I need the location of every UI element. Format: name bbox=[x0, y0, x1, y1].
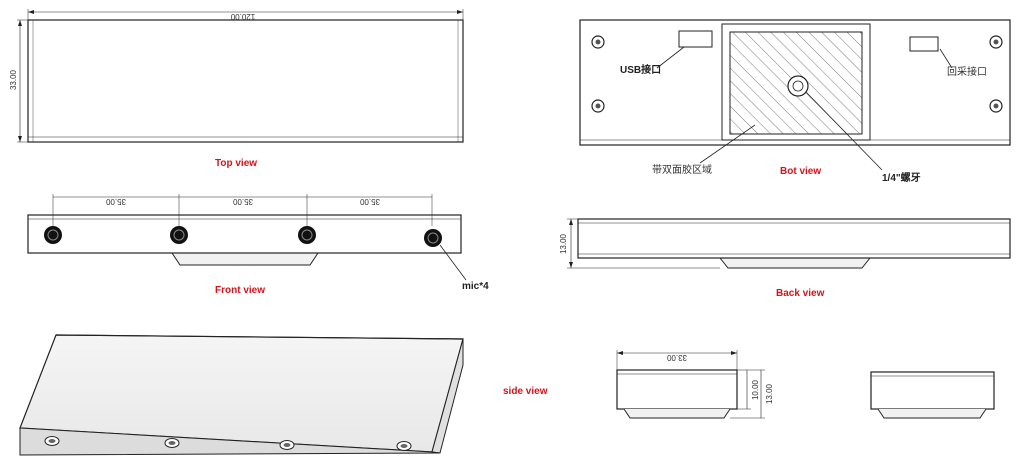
mic-icon bbox=[424, 229, 442, 247]
front-spacing-dim: 35.00 bbox=[359, 197, 380, 206]
screw-icon bbox=[989, 35, 1003, 49]
side-width-dim: 33.00 bbox=[666, 353, 687, 362]
mic-hole-icon bbox=[279, 440, 295, 450]
mic-icon bbox=[298, 226, 316, 244]
side-profile-right bbox=[870, 371, 995, 419]
back-view: 13.00 Back view bbox=[559, 218, 1011, 299]
usb-port bbox=[678, 30, 713, 48]
bot-view: USB接口 回采接口 带双面胶区域 1/4"螺牙 Bot view bbox=[579, 19, 1011, 184]
screw-icon bbox=[591, 35, 605, 49]
mic-hole-icon bbox=[44, 436, 60, 446]
side-h2-dim: 13.00 bbox=[765, 383, 774, 404]
mic-hole-icon bbox=[396, 441, 412, 451]
screw-icon bbox=[591, 99, 605, 113]
side-h1-dim: 10.00 bbox=[751, 379, 760, 400]
mic-icon bbox=[170, 226, 188, 244]
side-view-label: side view bbox=[503, 386, 548, 397]
mic-callout: mic*4 bbox=[462, 281, 489, 292]
mic-port-callout: 回采接口 bbox=[947, 65, 987, 78]
mic-icon bbox=[44, 226, 62, 244]
side-profile-left: 33.00 10.00 13.00 bbox=[616, 350, 774, 419]
top-height-dim: 33.00 bbox=[9, 69, 18, 90]
top-view: 120.00 33.00 Top view bbox=[9, 9, 464, 169]
mic-hole-icon bbox=[164, 438, 180, 448]
tape-area-callout: 带双面胶区域 bbox=[652, 163, 712, 176]
usb-callout: USB接口 bbox=[620, 63, 661, 76]
mic-port bbox=[909, 36, 939, 52]
top-view-label: Top view bbox=[215, 158, 257, 169]
front-spacing-dim: 35.00 bbox=[232, 197, 253, 206]
top-length-dim: 120.00 bbox=[230, 12, 255, 21]
back-view-label: Back view bbox=[776, 288, 825, 299]
thread-hole bbox=[787, 75, 809, 97]
bot-view-label: Bot view bbox=[780, 166, 821, 177]
thread-callout: 1/4"螺牙 bbox=[882, 171, 921, 184]
front-view-label: Front view bbox=[215, 285, 265, 296]
front-spacing-dim: 35.00 bbox=[105, 197, 126, 206]
side-view-iso: side view bbox=[19, 334, 548, 456]
screw-icon bbox=[989, 99, 1003, 113]
front-view: 35.00 35.00 35.00 mic*4 Front view bbox=[27, 194, 489, 296]
back-height-dim: 13.00 bbox=[559, 233, 568, 254]
